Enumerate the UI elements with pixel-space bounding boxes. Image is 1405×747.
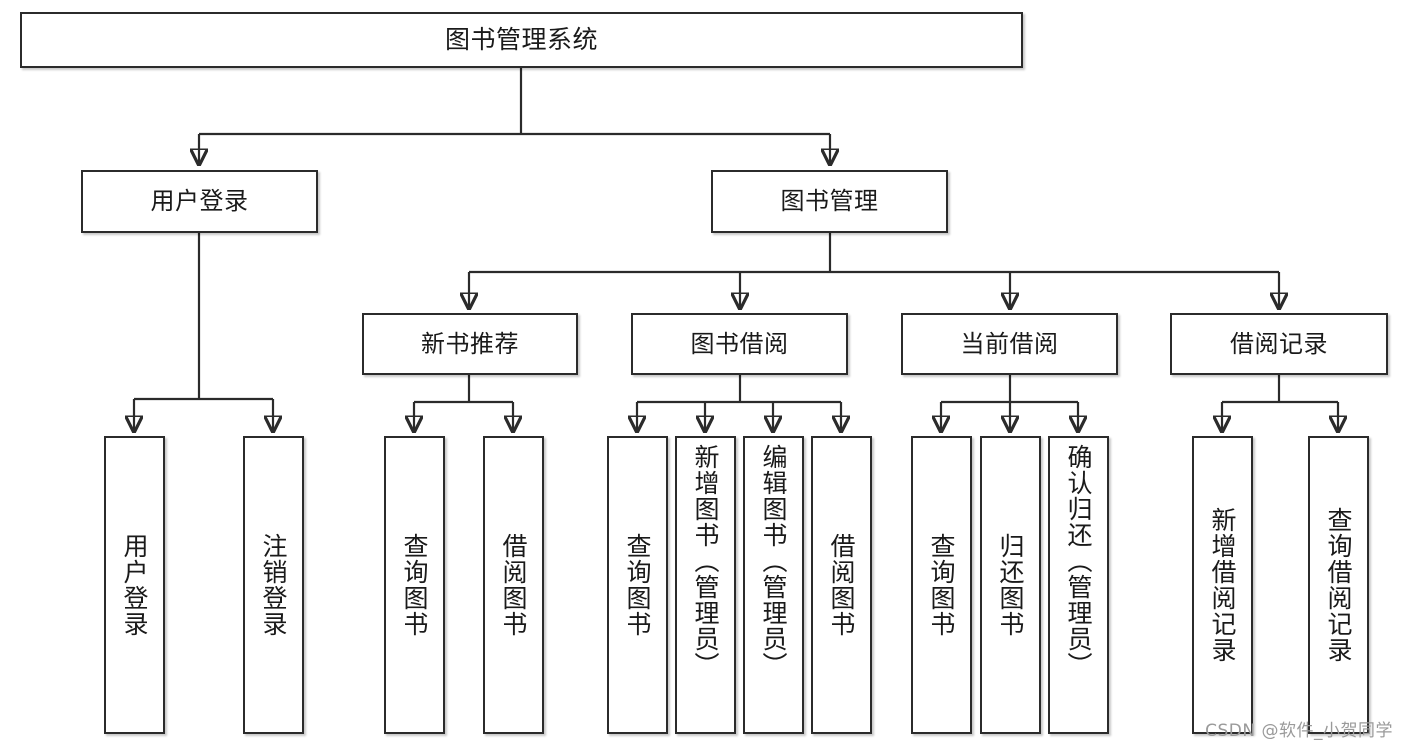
node-label: 注销登录 [259,533,288,637]
node-label: 用户登录 [120,533,149,637]
node-label: 借阅图书 [499,533,528,637]
node-label: 图书管理 [780,187,879,216]
node-leaf-confirm-return-admin[interactable]: 确认归还（管理员） [1048,436,1109,734]
node-leaf-add-book-admin[interactable]: 新增图书（管理员） [675,436,736,734]
node-user-login[interactable]: 用户登录 [81,170,318,233]
node-leaf-edit-book-admin[interactable]: 编辑图书（管理员） [743,436,804,734]
node-leaf-query-book-current[interactable]: 查询图书 [911,436,972,734]
node-leaf-borrow-book[interactable]: 借阅图书 [811,436,872,734]
node-leaf-user-login[interactable]: 用户登录 [104,436,165,734]
watermark-text: CSDN @软件_小贺同学 [1205,721,1393,741]
node-label: 查询图书 [623,533,652,637]
node-label: 确认归还（管理员） [1064,444,1093,678]
node-leaf-return-book[interactable]: 归还图书 [980,436,1041,734]
node-new-book-recommendation[interactable]: 新书推荐 [362,313,578,375]
node-label: 编辑图书（管理员） [759,444,788,678]
node-leaf-query-borrow-record[interactable]: 查询借阅记录 [1308,436,1369,734]
node-leaf-logout[interactable]: 注销登录 [243,436,304,734]
node-book-management[interactable]: 图书管理 [711,170,948,233]
node-label: 归还图书 [996,533,1025,637]
node-label: 图书借阅 [690,329,789,358]
node-book-borrow[interactable]: 图书借阅 [631,313,848,375]
node-leaf-add-borrow-record[interactable]: 新增借阅记录 [1192,436,1253,734]
node-borrow-record[interactable]: 借阅记录 [1170,313,1388,375]
node-label: 查询图书 [927,533,956,637]
node-label: 新增图书（管理员） [691,444,720,678]
node-current-borrow[interactable]: 当前借阅 [901,313,1118,375]
node-label: 当前借阅 [960,329,1059,358]
node-label: 借阅记录 [1230,329,1328,358]
node-leaf-query-book-recommend[interactable]: 查询图书 [384,436,445,734]
node-label: 新书推荐 [421,329,519,358]
node-label: 借阅图书 [827,533,856,637]
node-root-system[interactable]: 图书管理系统 [20,12,1023,68]
node-label: 用户登录 [150,187,249,216]
node-leaf-borrow-book-recommend[interactable]: 借阅图书 [483,436,544,734]
node-label: 查询图书 [400,533,429,637]
node-leaf-query-book-borrow[interactable]: 查询图书 [607,436,668,734]
node-label: 查询借阅记录 [1324,507,1353,663]
node-label: 新增借阅记录 [1208,507,1237,663]
node-label: 图书管理系统 [444,25,598,55]
